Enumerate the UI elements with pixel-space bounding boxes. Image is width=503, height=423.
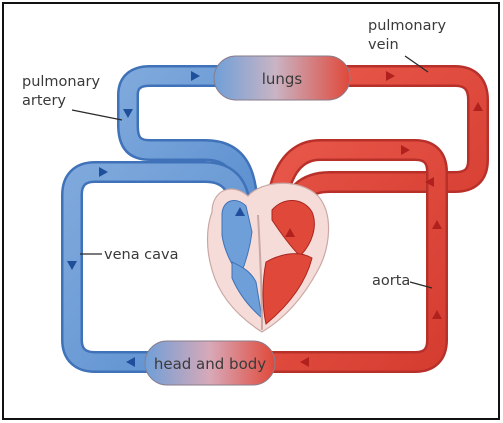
vena-cava-label: vena cava <box>104 247 179 263</box>
lungs-organ: lungs <box>214 56 350 100</box>
aorta-label: aorta <box>372 273 410 289</box>
pulmonary-artery-label-line1: pulmonary <box>22 74 100 90</box>
pulmonary-vein-label-line1: pulmonary <box>368 18 446 34</box>
pulmonary-vein-label-line2: vein <box>368 37 399 53</box>
head-and-body-organ: head and body <box>145 341 275 385</box>
head-and-body-label: head and body <box>154 355 266 373</box>
pulmonary-artery-label-line2: artery <box>22 93 66 109</box>
lungs-label: lungs <box>262 70 303 88</box>
